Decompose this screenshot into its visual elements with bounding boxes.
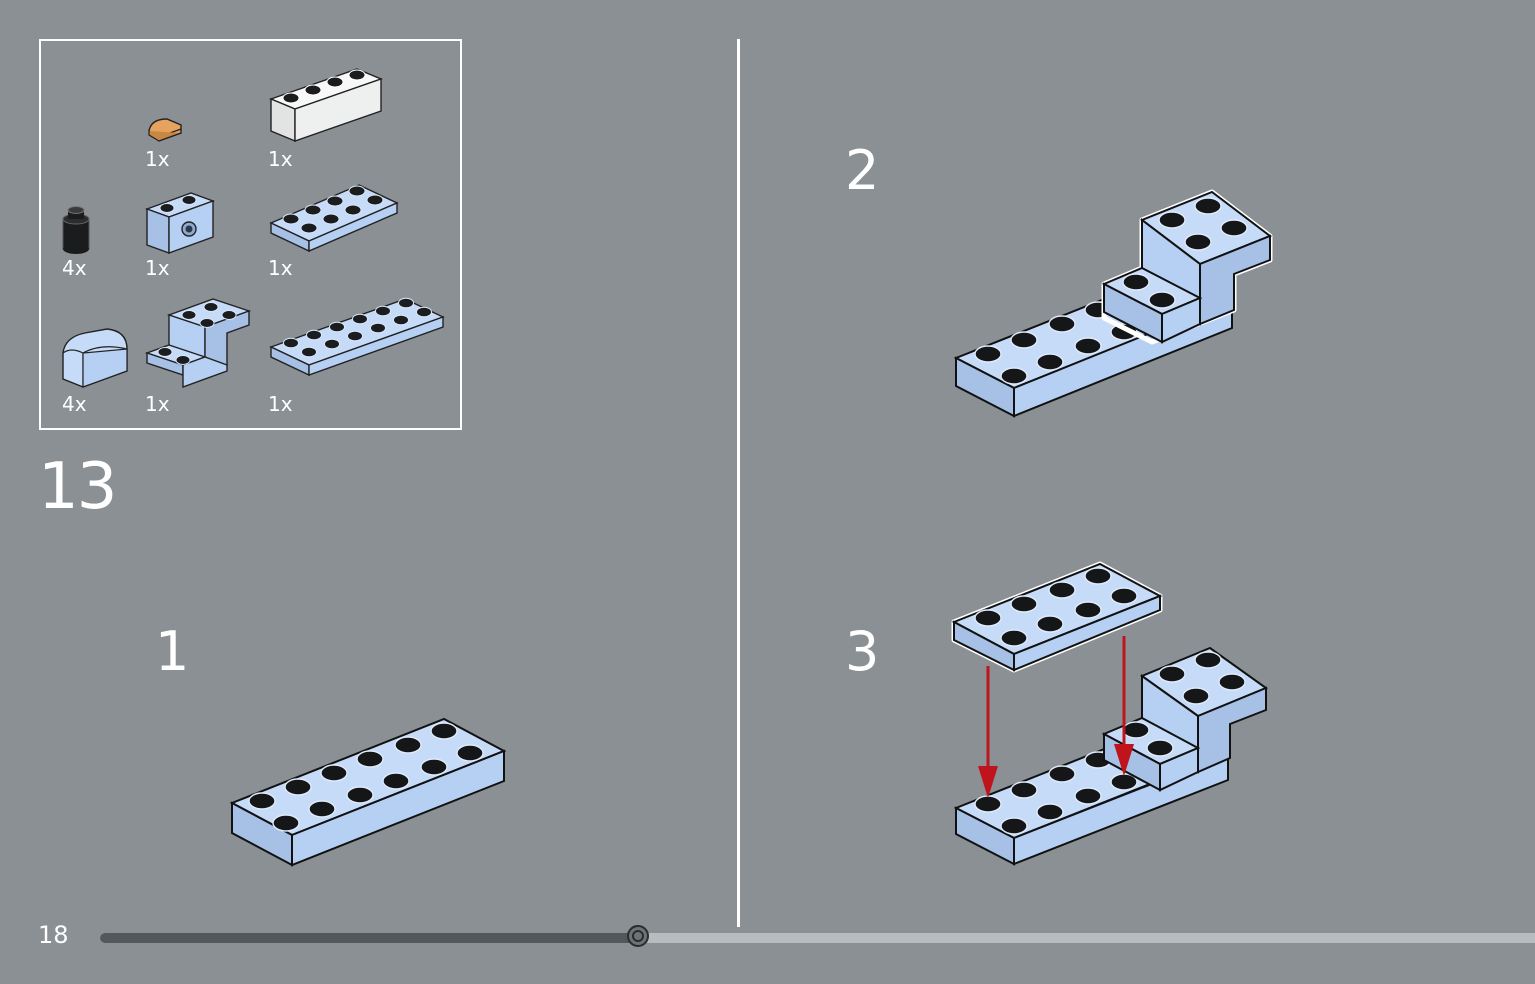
part-quantity-technic-brick: 1x	[145, 256, 170, 280]
part-quantity-bracket: 1x	[145, 392, 170, 416]
substep-number-1: 1	[155, 620, 190, 683]
substep-number-2: 2	[845, 139, 880, 202]
part-quantity-tan-tile: 1x	[145, 147, 170, 171]
part-quantity-black-round-brick: 4x	[62, 256, 87, 280]
part-quantity-curved-slope: 4x	[62, 392, 87, 416]
substep-3-plate-2x4-placement-illustration	[951, 561, 1269, 866]
white-brick-1x4-icon	[269, 68, 383, 143]
bracket-icon	[145, 298, 252, 388]
page-progress-slider[interactable]	[100, 925, 1535, 947]
technic-brick-icon	[145, 192, 216, 254]
curved-slope-icon	[62, 328, 128, 388]
progress-slider-handle[interactable]	[626, 925, 649, 947]
black-round-brick-icon	[62, 206, 90, 254]
progress-fill	[100, 933, 640, 943]
part-quantity-white-brick: 1x	[268, 147, 293, 171]
placement-arrows	[978, 636, 1134, 798]
page-divider	[737, 39, 740, 927]
substep-number-3: 3	[845, 620, 880, 683]
tan-tile-icon	[148, 118, 182, 142]
substep-1-plate-2x8-illustration	[229, 717, 507, 867]
substep-2-bracket-on-plate-illustration	[953, 189, 1273, 418]
plate-2x8-icon	[269, 297, 445, 377]
plate-2x4-icon	[269, 184, 399, 253]
part-quantity-plate-2x4: 1x	[268, 256, 293, 280]
part-quantity-plate-2x8: 1x	[268, 392, 293, 416]
parts-list-panel: 1x 1x 4x 1x	[39, 39, 462, 430]
step-number: 13	[38, 450, 117, 524]
page-number: 18	[38, 921, 69, 949]
